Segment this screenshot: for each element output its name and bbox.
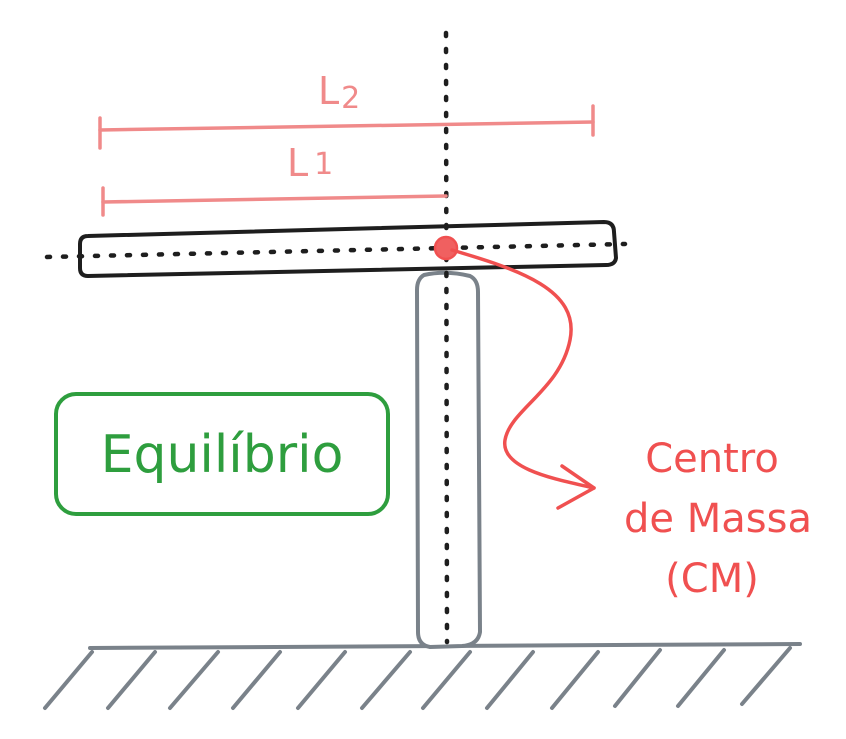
- state-label: Equilíbrio: [101, 425, 344, 485]
- cm-label-line1: Centro: [645, 436, 779, 482]
- state-box: [54, 392, 390, 516]
- center-of-mass-point: [433, 235, 459, 261]
- horizontal-axis: [44, 241, 628, 260]
- cm-arrowhead: [556, 464, 596, 510]
- vertical-axis: [443, 30, 450, 645]
- l1-dimension: [101, 186, 448, 217]
- l2-label: L2: [318, 69, 360, 116]
- l2-dimension: [98, 104, 595, 150]
- cm-arrow: [450, 248, 596, 490]
- support-column: [415, 270, 482, 649]
- cm-label-line2: de Massa: [624, 496, 812, 542]
- ground-hatching: [43, 646, 792, 710]
- cm-label-line3: (CM): [665, 556, 759, 602]
- beam: [78, 220, 618, 278]
